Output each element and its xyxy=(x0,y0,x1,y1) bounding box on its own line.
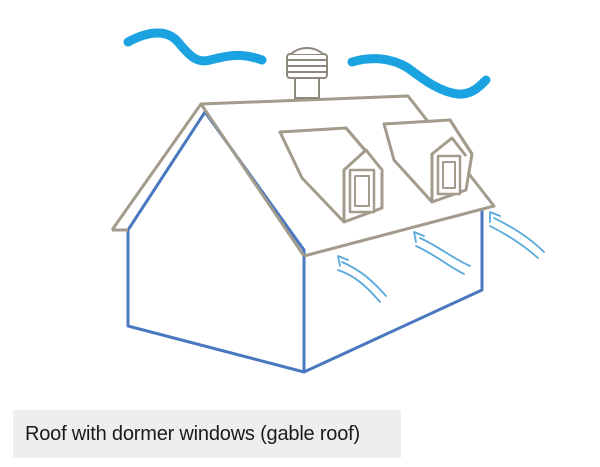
airflow-arrow-icon xyxy=(337,211,545,303)
wind-icon xyxy=(123,28,491,99)
caption-box: Roof with dormer windows (gable roof) xyxy=(13,410,401,458)
dormer-window xyxy=(278,126,384,224)
caption-text: Roof with dormer windows (gable roof) xyxy=(25,422,360,445)
gable-roof xyxy=(110,94,496,258)
turbine-vent-icon xyxy=(286,47,328,99)
dormer-window xyxy=(382,118,474,204)
house-illustration xyxy=(110,28,545,374)
